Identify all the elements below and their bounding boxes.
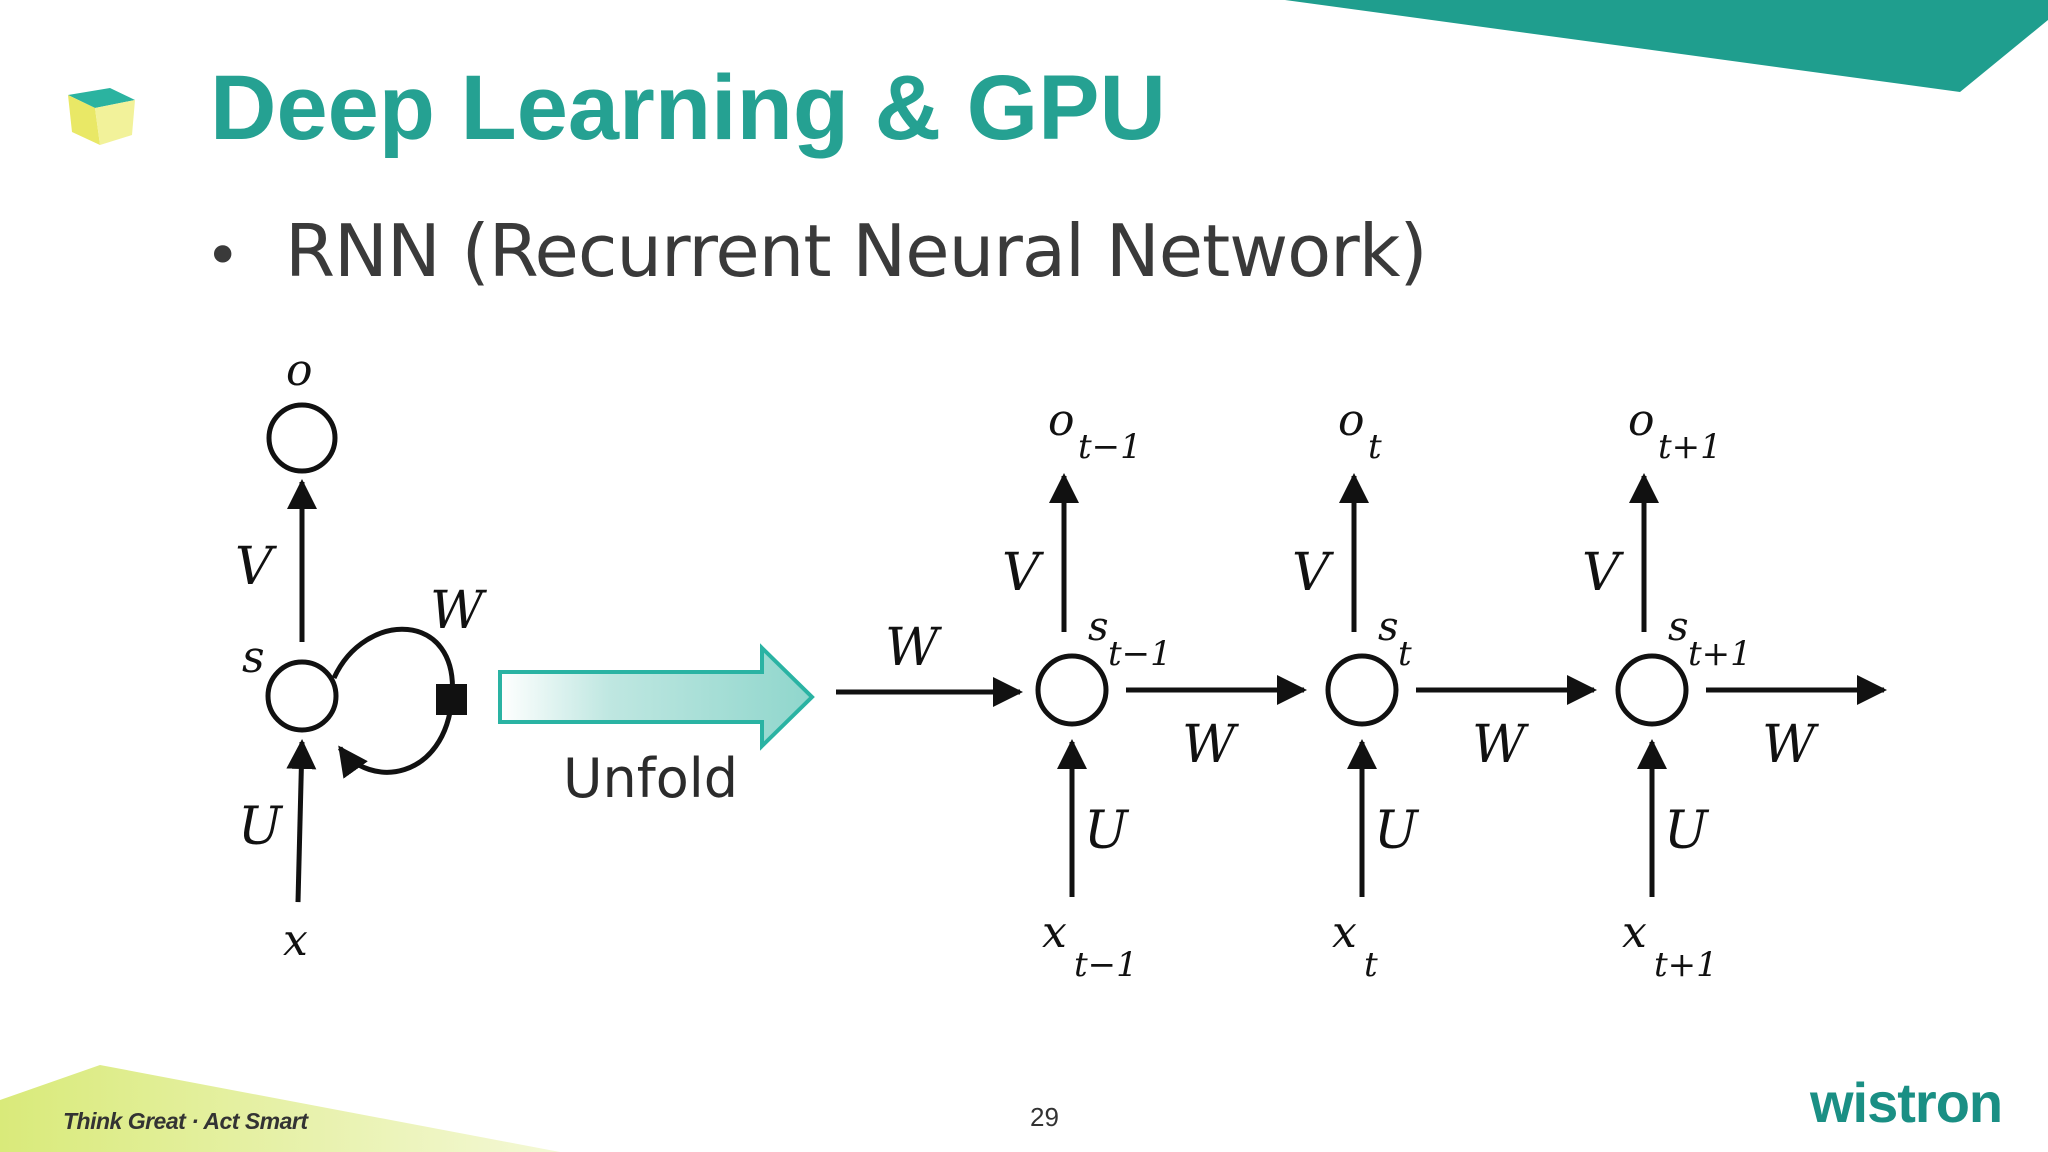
state-label: s — [1088, 604, 1109, 650]
state-subscript: t+1 — [1688, 634, 1752, 674]
state-label: s — [1668, 604, 1689, 650]
folded-output-node — [266, 402, 338, 474]
folded-w-loop-arrow — [331, 626, 455, 779]
v-label: V — [1292, 543, 1334, 603]
unfold-arrow-shape — [498, 643, 815, 751]
output-subscript: t+1 — [1658, 427, 1722, 467]
output-subscript: t−1 — [1078, 427, 1142, 467]
folded-output-label: o — [286, 345, 313, 396]
slogan: Think Great · Act Smart — [63, 1108, 308, 1134]
brand-logo: wistron — [1810, 1071, 2003, 1134]
incoming-w-label: W — [885, 618, 942, 678]
input-label: x — [1042, 907, 1067, 958]
state-subscript: t−1 — [1108, 634, 1172, 674]
input-subscript: t+1 — [1654, 945, 1718, 985]
cube-logo-icon — [68, 88, 135, 145]
unfold-arrow: Unfold — [498, 643, 815, 810]
input-subscript: t — [1364, 945, 1378, 985]
u-label: U — [1664, 801, 1710, 861]
u-label: U — [1084, 801, 1130, 861]
unfolded-rnn: W ot−1st−1xt−1VUWotstxtVUWot+1st+1xt+1VU… — [836, 395, 1887, 985]
input-label: x — [1332, 907, 1357, 958]
bullet-item: •RNN (Recurrent Neural Network) — [205, 215, 1428, 292]
unfold-label: Unfold — [563, 747, 738, 810]
folded-input-label: x — [283, 915, 308, 966]
delay-square-icon — [436, 684, 467, 715]
top-right-accent-band — [1285, 0, 2048, 92]
v-label: V — [1582, 543, 1624, 603]
output-label: o — [1338, 395, 1365, 446]
state-label: s — [1378, 604, 1399, 650]
bottom-left-slogan-band — [0, 1065, 560, 1152]
slide-title: Deep Learning & GPU — [210, 57, 1166, 159]
v-label: V — [1002, 543, 1044, 603]
folded-rnn: o s x V U W — [235, 345, 487, 966]
w-label: W — [1762, 715, 1819, 775]
folded-u-arrow — [286, 739, 317, 903]
bullet-marker: • — [205, 221, 241, 292]
w-label: W — [1472, 715, 1529, 775]
folded-state-label: s — [242, 632, 265, 683]
w-label: W — [1182, 715, 1239, 775]
folded-u-label: U — [238, 797, 284, 857]
input-label: x — [1622, 907, 1647, 958]
state-node — [1035, 653, 1109, 727]
input-subscript: t−1 — [1074, 945, 1138, 985]
state-node — [1325, 653, 1399, 727]
output-label: o — [1628, 395, 1655, 446]
state-node — [1615, 653, 1689, 727]
folded-v-label: V — [235, 537, 277, 597]
page-number: 29 — [1030, 1102, 1059, 1132]
output-subscript: t — [1368, 427, 1382, 467]
u-label: U — [1374, 801, 1420, 861]
state-subscript: t — [1398, 634, 1412, 674]
folded-w-label: W — [430, 581, 487, 641]
output-label: o — [1048, 395, 1075, 446]
folded-state-node — [265, 659, 339, 733]
bullet-text: RNN (Recurrent Neural Network) — [285, 209, 1428, 293]
